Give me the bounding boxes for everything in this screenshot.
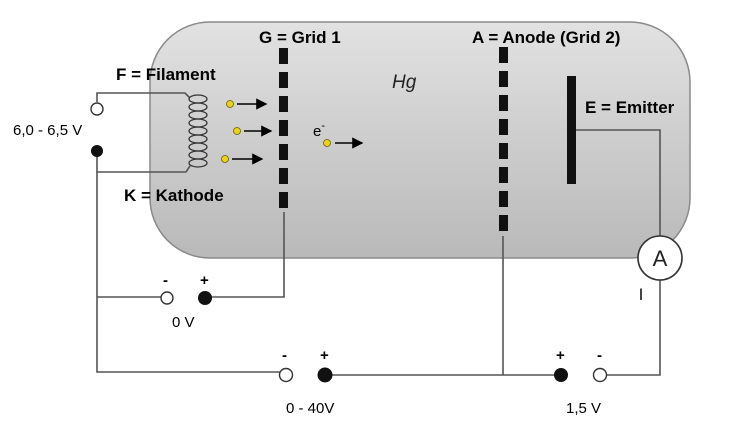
ammeter-symbol: A (653, 246, 668, 271)
current-symbol: I (639, 285, 644, 304)
counter-voltage-plus-terminal (554, 368, 568, 382)
emitter-label: E = Emitter (585, 98, 675, 117)
heater-voltage-label: 6,0 - 6,5 V (13, 122, 82, 139)
counter-voltage-label: 1,5 V (566, 400, 601, 417)
accel-voltage-minus-terminal (278, 367, 294, 383)
grid-minus-sign: - (163, 272, 168, 289)
heater-terminal-open (90, 102, 104, 116)
heater-terminal-filled (91, 145, 103, 157)
accel-minus-sign: - (282, 347, 287, 364)
accel-voltage-plus-terminal (317, 367, 333, 383)
anode-label: A = Anode (Grid 2) (472, 28, 620, 47)
grid-1-electrode (279, 48, 288, 208)
grid-voltage-minus-terminal (160, 291, 174, 305)
cathode-label: K = Kathode (124, 186, 224, 205)
discharge-tube (149, 21, 691, 259)
counter-voltage-minus-terminal (592, 367, 608, 383)
anode-electrode (499, 47, 508, 231)
grid-plus-sign: + (200, 272, 209, 289)
counter-minus-sign: - (597, 347, 602, 364)
emitter-plate (567, 76, 576, 184)
mercury-label: Hg (392, 72, 417, 93)
grid-voltage-plus-terminal (198, 291, 212, 305)
accel-voltage-label: 0 - 40V (286, 400, 334, 417)
filament-coil (188, 94, 208, 168)
grid-voltage-label: 0 V (172, 314, 195, 331)
ammeter (637, 235, 683, 281)
circuit-wires (96, 92, 661, 376)
grid-1-label: G = Grid 1 (259, 28, 341, 47)
electron-label: e- (313, 120, 325, 140)
filament-label: F = Filament (116, 65, 216, 84)
accel-plus-sign: + (320, 347, 329, 364)
emitted-electrons (221, 98, 364, 165)
counter-plus-sign: + (556, 347, 565, 364)
